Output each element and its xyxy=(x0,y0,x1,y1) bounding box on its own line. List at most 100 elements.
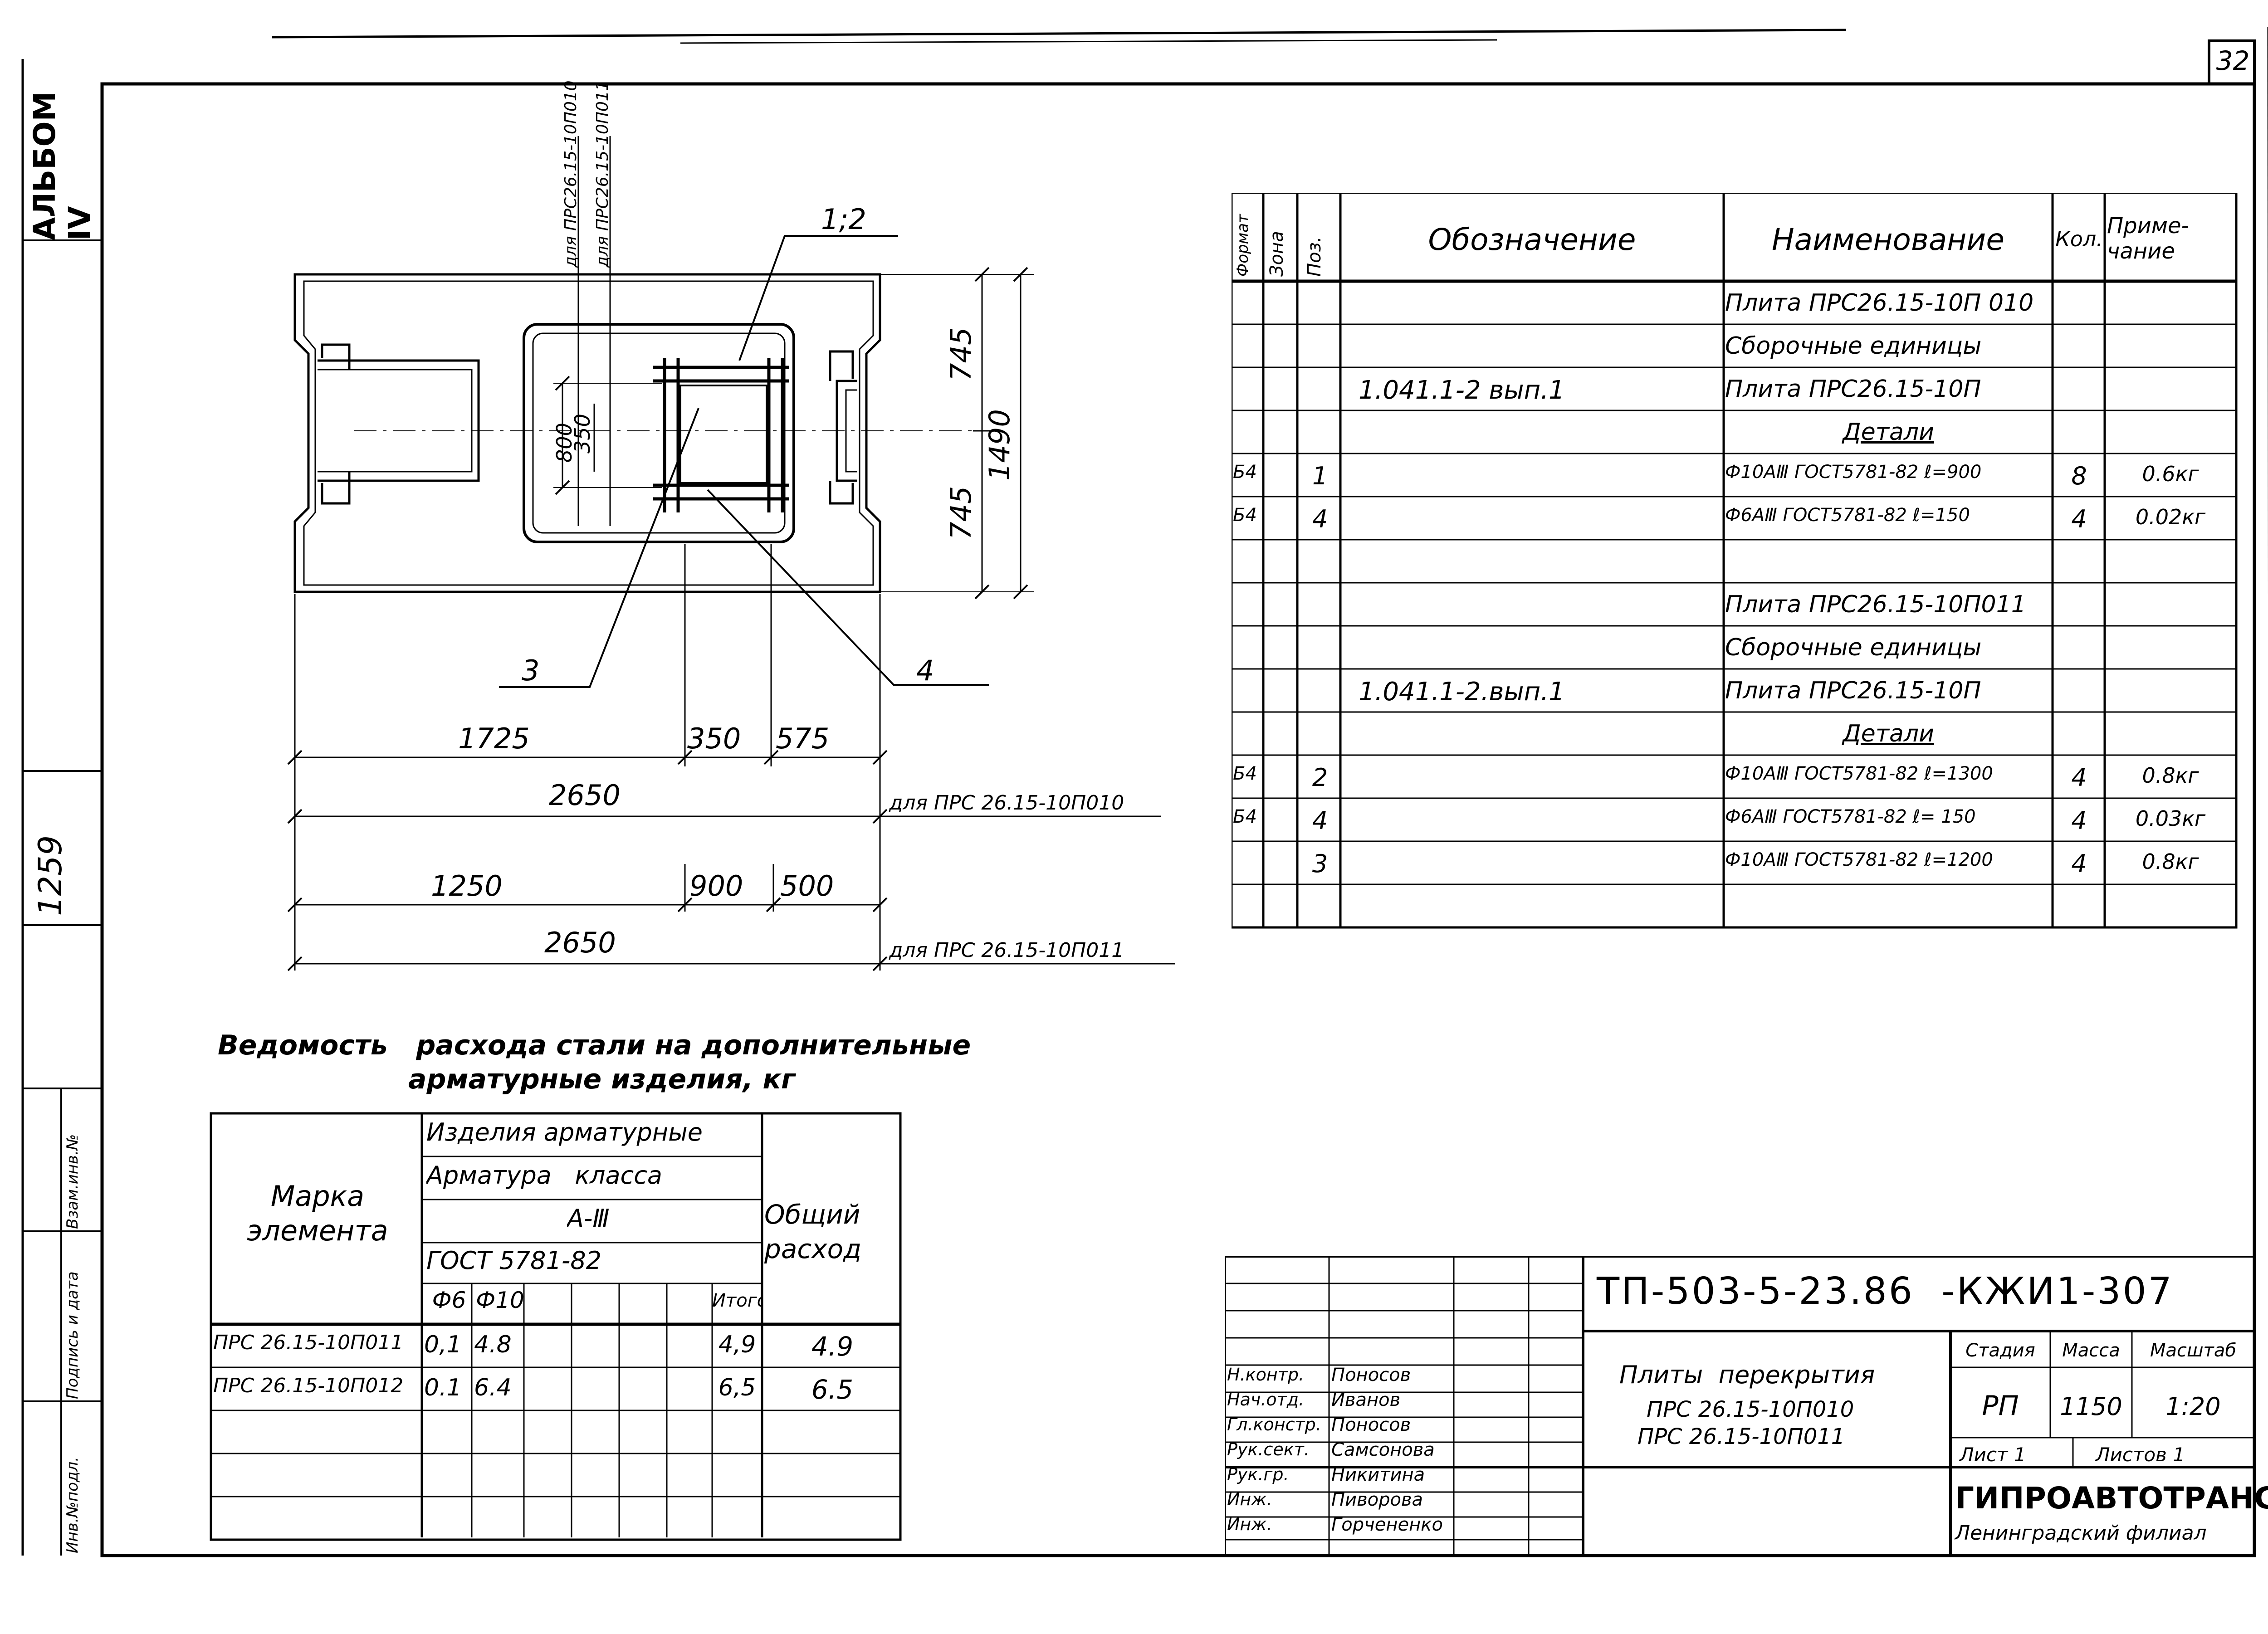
steel-table-title-line2: арматурные изделия, кг xyxy=(408,1063,796,1095)
mass-label: Масса xyxy=(2062,1340,2120,1361)
spec-cell-name: Плита ПРС26.15-10П011 xyxy=(1725,591,2026,618)
steel-header-d10: Ф10 xyxy=(476,1287,524,1313)
dim-575: 575 xyxy=(776,722,829,755)
steel-header-gost: ГОСТ 5781-82 xyxy=(426,1246,602,1275)
spec-cell-format xyxy=(1233,677,1265,711)
side-label-inv: Инв.№подл. xyxy=(64,1457,82,1553)
dim-350-vertical: 350 xyxy=(570,414,595,454)
spec-cell-format: Б4 xyxy=(1233,462,1257,483)
callout-label-1-2: 1;2 xyxy=(821,203,866,236)
spec-cell-name: Ф10АⅢ ГОСТ5781-82 ℓ=1300 xyxy=(1725,763,1993,784)
steel-cell-mark: ПРС 26.15-10П012 xyxy=(213,1374,404,1397)
spec-cell-note xyxy=(2107,419,2234,453)
spec-cell-qty xyxy=(2053,548,2105,582)
drawing-description-line2: ПРС 26.15-10П010 xyxy=(1647,1397,1854,1422)
steel-table-grid xyxy=(210,1112,902,1541)
steel-cell-overall: 4.9 xyxy=(811,1331,854,1362)
steel-cell-total: 4,9 xyxy=(718,1331,756,1358)
spec-cell-format xyxy=(1233,591,1265,625)
spec-cell-qty xyxy=(2053,419,2105,453)
top-label-011: для ПРС26.15-10П011 xyxy=(593,80,612,268)
signature-name: Иванов xyxy=(1331,1390,1401,1410)
signature-name: Поносов xyxy=(1331,1415,1411,1435)
signature-role: Инж. xyxy=(1227,1489,1272,1509)
spec-cell-pos xyxy=(1300,591,1340,625)
dim-2650-b-label: для ПРС 26.15-10П011 xyxy=(889,939,1124,962)
spec-cell-note: 0.8кг xyxy=(2142,849,2199,874)
steel-table-title-line1: Ведомость расхода стали на дополнительны… xyxy=(218,1029,971,1061)
spec-cell-format xyxy=(1233,289,1265,323)
spec-cell-designation xyxy=(1349,763,1721,797)
sheet-label: Лист 1 xyxy=(1960,1444,2026,1466)
steel-cell-d6: 0,1 xyxy=(424,1331,462,1358)
spec-cell-format xyxy=(1233,634,1265,668)
spec-cell-name: Плита ПРС26.15-10П xyxy=(1725,376,1981,403)
spec-cell-qty xyxy=(2053,634,2105,668)
signature-name: Горчененко xyxy=(1331,1514,1443,1535)
sheets-label: Листов 1 xyxy=(2096,1444,2185,1466)
spec-cell-format: Б4 xyxy=(1233,806,1257,827)
spec-cell-pos: 1 xyxy=(1312,462,1328,490)
callout-label-4: 4 xyxy=(916,654,934,687)
spec-header-note: Приме-чание xyxy=(2107,213,2189,264)
spec-header-zone: Зона xyxy=(1266,231,1287,277)
spec-cell-note: 0.6кг xyxy=(2142,462,2199,486)
steel-cell-d10: 6.4 xyxy=(474,1374,512,1401)
steel-header-overall: Общий расход xyxy=(764,1199,862,1264)
spec-cell-name: Сборочные единицы xyxy=(1725,332,1982,360)
spec-cell-qty: 4 xyxy=(2071,505,2087,533)
mass-value: 1150 xyxy=(2060,1392,2122,1421)
signature-name: Самсонова xyxy=(1331,1439,1435,1460)
spec-header-qty: Кол. xyxy=(2055,227,2103,251)
spec-cell-note: 0.03кг xyxy=(2135,806,2206,831)
spec-cell-format xyxy=(1233,419,1265,453)
dim-1490: 1490 xyxy=(983,409,1016,481)
steel-header-products: Изделия арматурные xyxy=(426,1118,703,1146)
steel-header-grade: А-Ⅲ xyxy=(567,1204,610,1233)
spec-cell-pos xyxy=(1300,677,1340,711)
spec-table-grid xyxy=(1232,193,2238,929)
signature-role: Нач.отд. xyxy=(1227,1390,1305,1410)
spec-cell-pos xyxy=(1300,332,1340,366)
spec-cell-designation xyxy=(1349,289,1721,323)
sheet-number: 32 xyxy=(2216,45,2250,76)
spec-header-pos: Поз. xyxy=(1304,236,1325,277)
steel-cell-d6: 0.1 xyxy=(424,1374,462,1401)
spec-cell-qty xyxy=(2053,591,2105,625)
steel-header-class: Арматура класса xyxy=(426,1161,663,1190)
spec-cell-qty xyxy=(2053,720,2105,754)
steel-cell-d10: 4.8 xyxy=(474,1331,512,1358)
spec-cell-qty: 8 xyxy=(2071,462,2087,490)
spec-cell-format xyxy=(1233,548,1265,582)
dim-350-horizontal: 350 xyxy=(687,722,741,755)
spec-cell-format xyxy=(1233,849,1265,883)
spec-cell-name: Ф6АⅢ ГОСТ5781-82 ℓ= 150 xyxy=(1725,806,1976,827)
side-label-replace: Взам.инв.№ xyxy=(64,1134,82,1229)
spec-cell-qty xyxy=(2053,376,2105,410)
spec-cell-note: 0.8кг xyxy=(2142,763,2199,788)
steel-header-total: Итого xyxy=(712,1290,762,1311)
signature-name: Поносов xyxy=(1331,1365,1411,1385)
spec-cell-name: Ф10АⅢ ГОСТ5781-82 ℓ=1200 xyxy=(1725,849,1993,870)
spec-cell-format: Б4 xyxy=(1233,505,1257,526)
spec-cell-pos xyxy=(1300,289,1340,323)
spec-cell-qty xyxy=(2053,677,2105,711)
spec-cell-qty xyxy=(2053,289,2105,323)
drawing-code: ТП-503-5-23.86 -КЖИ1-307 xyxy=(1597,1270,2174,1313)
drawing-description-line1: Плиты перекрытия xyxy=(1619,1361,1875,1389)
steel-cell-total: 6,5 xyxy=(718,1374,756,1401)
signature-role: Н.контр. xyxy=(1227,1365,1305,1385)
spec-cell-designation xyxy=(1349,634,1721,668)
spec-cell-pos xyxy=(1300,720,1340,754)
spec-cell-name: Сборочные единицы xyxy=(1725,634,1982,661)
spec-header-format: Формат xyxy=(1234,214,1252,277)
callout-label-3: 3 xyxy=(522,654,539,687)
steel-header-mark: Марка элемента xyxy=(247,1180,388,1247)
organization-name: ГИПРОАВТОТРАНС xyxy=(1955,1481,2268,1516)
dim-2650-b: 2650 xyxy=(544,926,616,959)
spec-cell-designation: 1.041.1-2.вып.1 xyxy=(1359,677,1565,707)
spec-cell-qty: 4 xyxy=(2071,806,2087,835)
spec-cell-format xyxy=(1233,332,1265,366)
spec-cell-note xyxy=(2107,332,2234,366)
spec-cell-name: Детали xyxy=(1843,419,1934,446)
